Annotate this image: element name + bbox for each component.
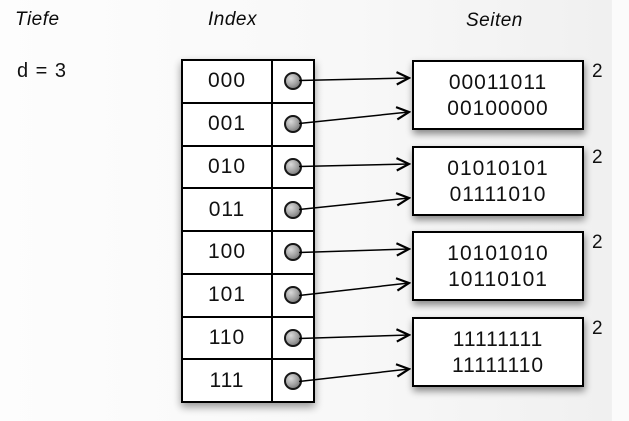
index-entry: 110 [208, 325, 246, 349]
pointer-dot-icon [284, 200, 302, 219]
page-box-2: 01010101 01111010 [412, 146, 584, 216]
page-value: 11111110 [451, 353, 545, 377]
local-depth-label: 2 [592, 61, 603, 82]
page-box-3: 10101010 10110101 [412, 231, 584, 301]
index-entry: 001 [207, 112, 247, 136]
pointer-cell [271, 360, 313, 401]
pointer-arrow [298, 78, 409, 81]
page-value: 01010101 [447, 156, 549, 180]
index-row: 001 [183, 103, 313, 147]
pointer-dot-icon [284, 115, 302, 134]
pointer-cell [271, 189, 313, 230]
page-box-4: 11111111 11111110 [412, 317, 584, 387]
local-depth-label: 2 [592, 318, 603, 339]
pointer-arrow [298, 283, 409, 297]
index-entry: 011 [208, 197, 246, 221]
pointer-dot-icon [284, 371, 302, 390]
index-entry: 100 [207, 240, 247, 264]
pointer-cell [271, 146, 313, 188]
index-entry: 010 [207, 154, 247, 178]
pointer-arrow [298, 335, 409, 339]
page-box-1: 00011011 00100000 [412, 60, 584, 130]
pages-header: Seiten [466, 10, 523, 31]
page-value: 10110101 [448, 267, 548, 291]
page-value: 10101010 [447, 241, 549, 265]
index-row: 000 [183, 61, 313, 104]
pointer-cell [271, 61, 313, 102]
local-depth-label: 2 [592, 147, 603, 168]
index-row: 101 [183, 274, 313, 318]
pointer-arrow [298, 198, 409, 211]
pointer-dot-icon [284, 72, 302, 91]
index-table: 000 001 010 011 100 101 110 111 [181, 59, 315, 403]
index-entry: 111 [209, 368, 245, 392]
pointer-arrow [298, 164, 409, 167]
pointer-dot-icon [284, 286, 302, 305]
depth-value: d = 3 [17, 60, 68, 82]
pointer-dot-icon [284, 243, 302, 262]
page-value: 01111010 [449, 182, 547, 206]
page-value: 00100000 [447, 96, 549, 120]
index-row: 011 [183, 189, 313, 232]
local-depth-label: 2 [592, 232, 603, 253]
index-row: 100 [183, 232, 313, 275]
index-row: 111 [183, 360, 313, 401]
pointer-cell [271, 103, 313, 145]
pointer-dot-icon [284, 328, 302, 347]
index-header: Index [208, 9, 257, 30]
index-entry: 000 [207, 69, 247, 93]
depth-header: Tiefe [15, 9, 60, 30]
page-value: 00011011 [448, 70, 548, 94]
page-value: 11111111 [452, 327, 544, 351]
pointer-arrow [298, 369, 409, 383]
pointer-cell [271, 317, 313, 359]
index-entry: 101 [207, 283, 247, 307]
pointer-arrow [298, 112, 409, 125]
pointer-arrow [298, 249, 409, 253]
index-row: 010 [183, 146, 313, 190]
pointer-cell [271, 274, 313, 316]
index-row: 110 [183, 317, 313, 361]
pointer-cell [271, 232, 313, 273]
slide-edge [611, 0, 629, 421]
pointer-dot-icon [284, 157, 302, 176]
